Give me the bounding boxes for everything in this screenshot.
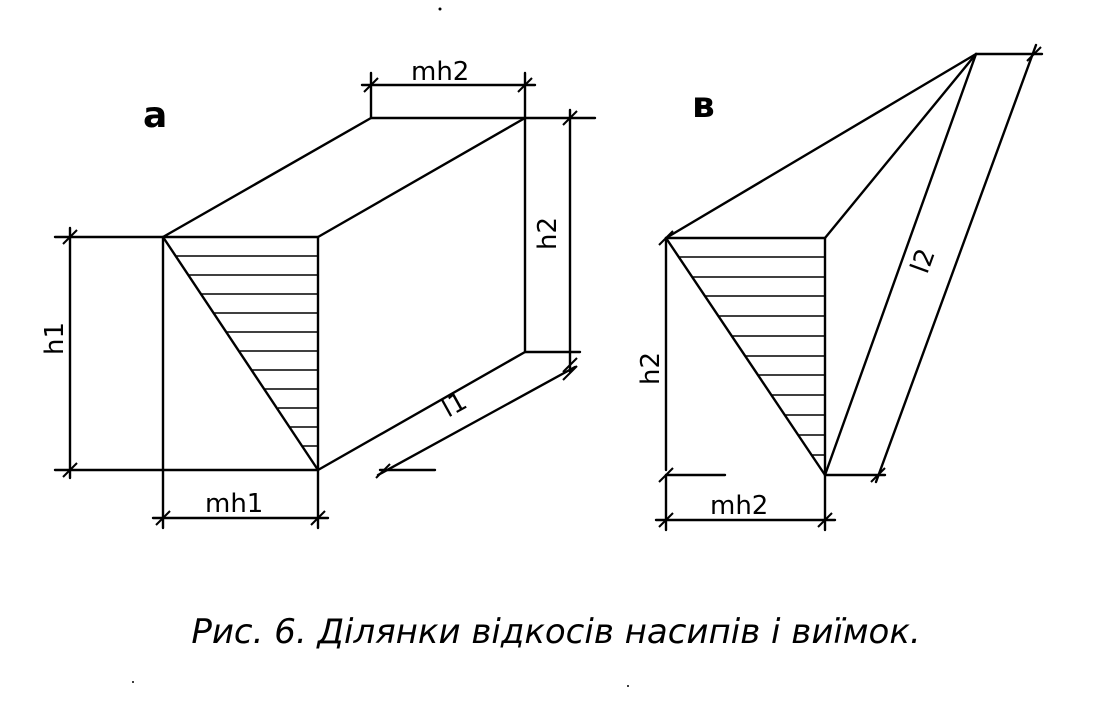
- figure-caption: Рис. 6. Ділянки відкосів насипів і виїмо…: [191, 612, 920, 652]
- prism-v-apex-mid: [823, 52, 978, 240]
- dim-a-bottom: [151, 468, 330, 530]
- figure-a: а mh2 h2 h1 mh1 l1: [40, 57, 597, 530]
- label-a-l1: l1: [437, 386, 472, 424]
- scan-specks: [132, 7, 629, 687]
- figure-a-letter: а: [143, 95, 167, 136]
- dim-v-left: [658, 230, 727, 483]
- dim-v-slant: [823, 43, 1044, 484]
- label-v-h2: h2: [636, 352, 666, 385]
- prism-v-apex-left: [664, 52, 978, 240]
- label-a-mh2: mh2: [411, 57, 469, 87]
- prism-v-apex-bottom: [823, 52, 978, 477]
- hatching-v: [679, 256, 825, 456]
- label-a-h2: h2: [533, 217, 563, 250]
- label-a-mh1: mh1: [205, 489, 263, 519]
- prism-a-top-edge: [316, 116, 527, 239]
- figure-v-letter: в: [692, 85, 715, 126]
- label-v-l2: l2: [905, 245, 941, 278]
- dim-a-left: [53, 226, 165, 480]
- dim-v-bottom: [654, 473, 837, 532]
- prism-a-slope-line: [161, 235, 320, 472]
- figure-v: в h2 mh2 l2: [636, 43, 1044, 532]
- hatching-a: [176, 255, 318, 447]
- label-v-mh2: mh2: [710, 491, 768, 521]
- dim-a-top: [360, 71, 537, 120]
- dim-a-right: [523, 108, 597, 374]
- label-a-h1: h1: [40, 322, 70, 355]
- dim-a-slant: [375, 365, 578, 479]
